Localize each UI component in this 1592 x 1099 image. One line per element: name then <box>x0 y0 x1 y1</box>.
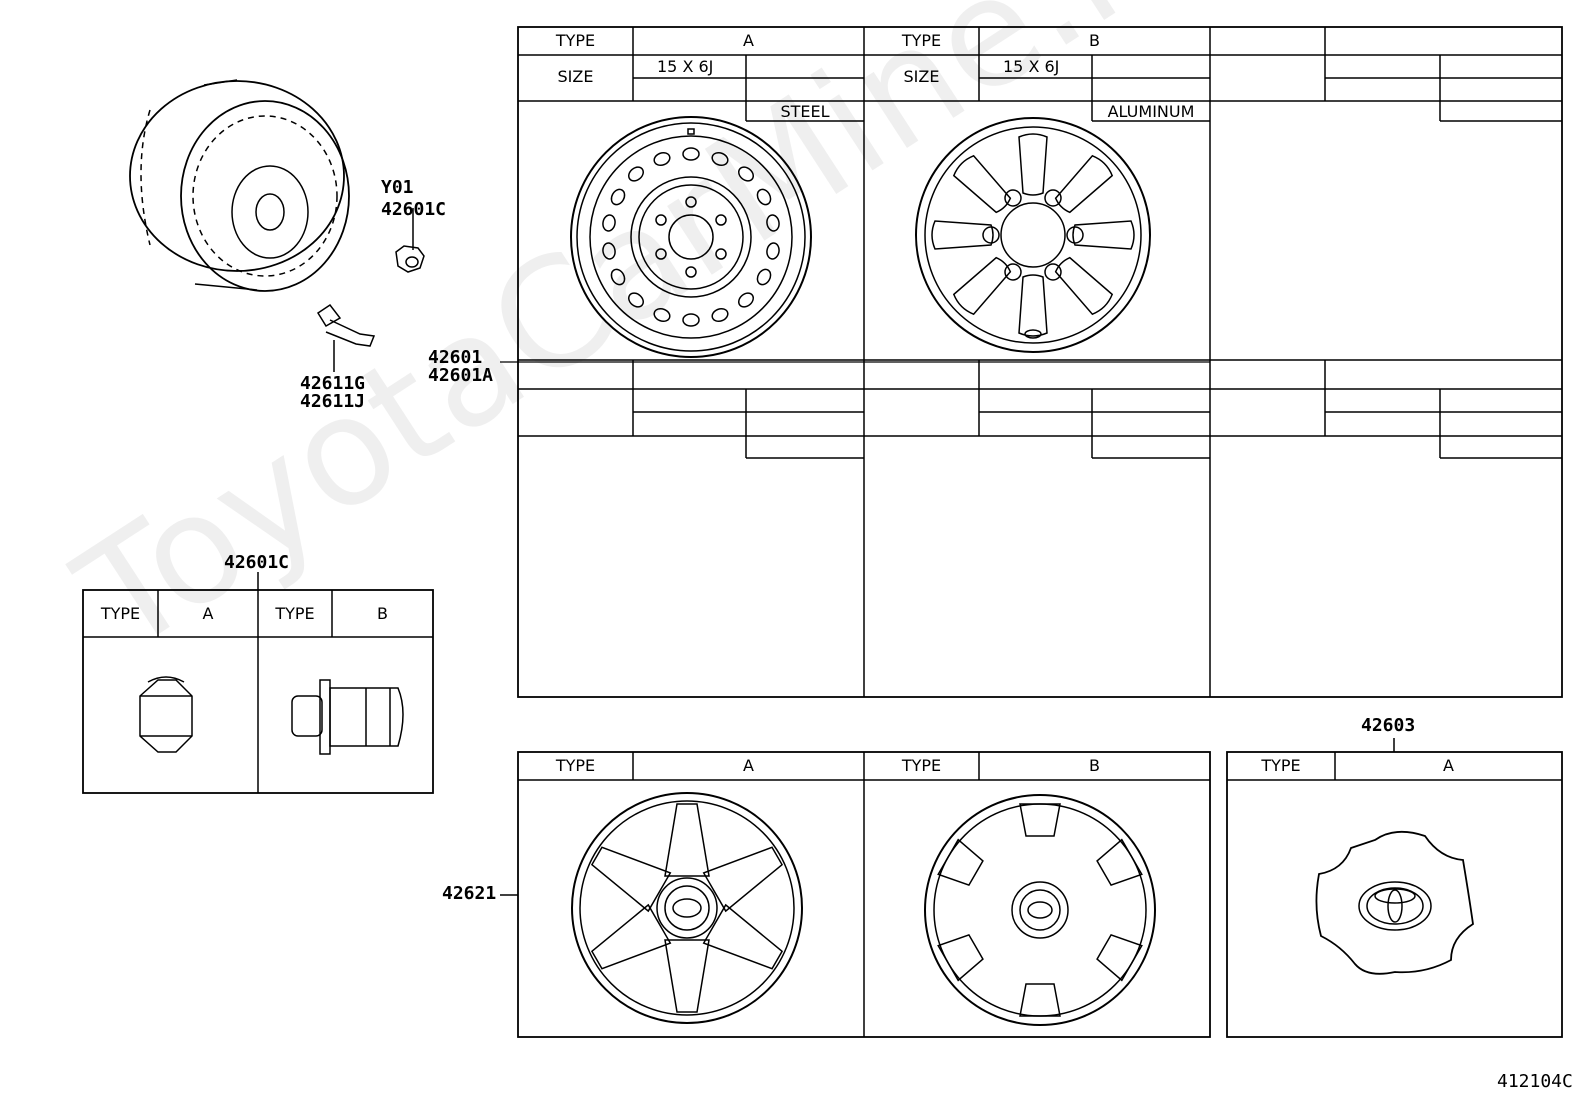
cap-type-header-a: TYPE <box>555 756 596 775</box>
center-ornament-drawing <box>1315 830 1474 975</box>
nut-table-grid <box>82 572 434 794</box>
label-wheel-b: 42601A <box>428 365 494 386</box>
wheel-type-header-b: TYPE <box>901 31 942 50</box>
aluminum-wheel-drawing <box>915 117 1151 353</box>
label-ornament: 42603 <box>1361 715 1416 736</box>
label-wheel-a: 42601 <box>428 347 483 368</box>
label-cap-wheel: 42621 <box>442 883 497 904</box>
ornament-type-header: TYPE <box>1261 756 1301 775</box>
wheel-material-b: ALUMINUM <box>1107 102 1195 121</box>
figure-code: 412104C <box>1497 1071 1573 1092</box>
label-nut-top: 42601C <box>381 199 447 220</box>
wheel-type-b: B <box>1089 31 1100 50</box>
nut-a-drawing <box>139 676 193 753</box>
cap-table-grid <box>517 751 1211 1038</box>
wheel-size-a: 15 X 6J <box>657 57 714 76</box>
wheel-size-header-b: SIZE <box>903 67 940 86</box>
ornament-table-grid <box>1226 738 1563 1038</box>
wheel-size-b: 15 X 6J <box>1003 57 1060 76</box>
label-valve-b: 42611J <box>300 391 366 412</box>
tire-assembly-drawing <box>129 79 350 292</box>
wheel-type-header-a: TYPE <box>555 31 596 50</box>
steel-wheel-drawing <box>570 116 812 358</box>
nut-type-header-a: TYPE <box>100 604 141 623</box>
nut-b-drawing <box>291 679 404 755</box>
nut-type-b: B <box>377 604 388 623</box>
cap-type-header-b: TYPE <box>901 756 942 775</box>
label-nut-table: 42601C <box>224 552 290 573</box>
cap-type-a: A <box>743 756 754 775</box>
wheel-size-header-a: SIZE <box>557 67 594 86</box>
label-valve-a: 42611G <box>300 373 366 394</box>
valve-stem-drawing <box>316 303 376 372</box>
wheel-cap-b-drawing <box>924 794 1156 1026</box>
wheel-material-a: STEEL <box>780 102 830 121</box>
cap-type-b: B <box>1089 756 1100 775</box>
lug-nut-small-drawing <box>395 208 425 273</box>
ornament-type-a: A <box>1443 756 1454 775</box>
nut-type-header-b: TYPE <box>275 604 315 623</box>
wheel-table-grid <box>517 26 1563 698</box>
wheel-cap-a-drawing <box>571 792 803 1024</box>
nut-type-a: A <box>202 604 214 623</box>
label-y01: Y01 <box>381 177 414 198</box>
wheel-type-a: A <box>743 31 754 50</box>
